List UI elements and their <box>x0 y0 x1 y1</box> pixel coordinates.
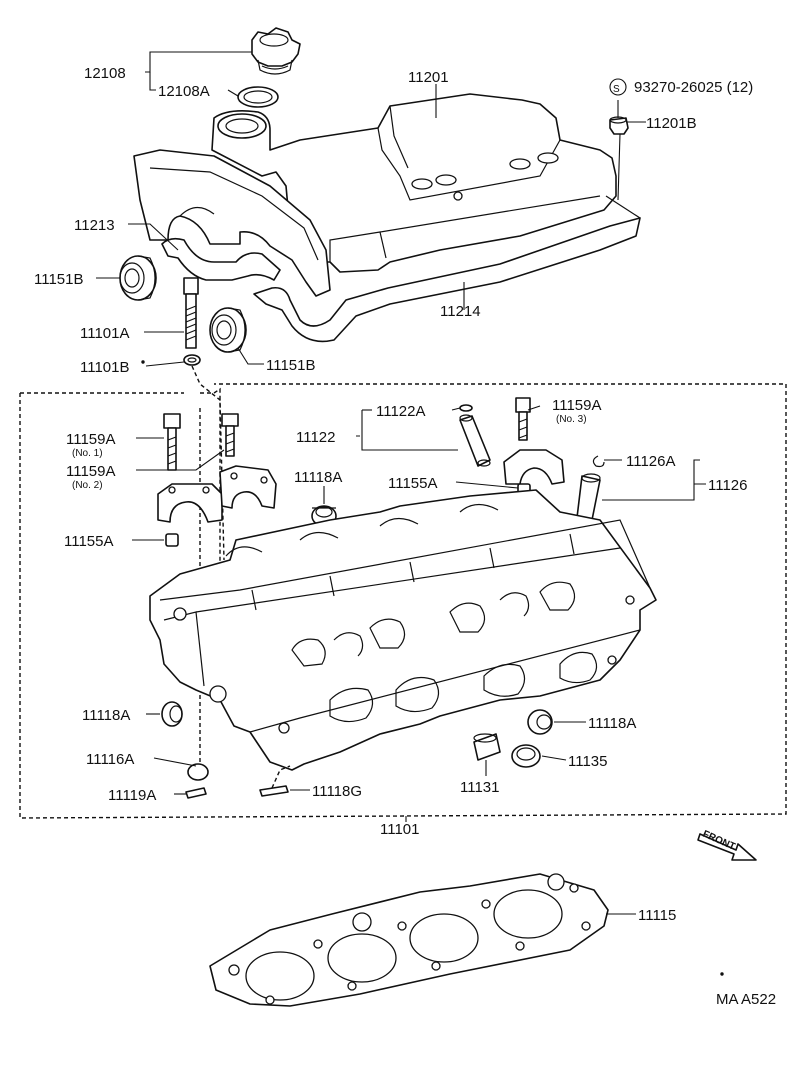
label-11101A: 11101A <box>80 325 130 342</box>
oil-seal-left[interactable] <box>119 255 157 301</box>
cylinder-head-bolt[interactable] <box>183 277 199 349</box>
knock-pin-left[interactable] <box>165 533 179 547</box>
pin-11118G[interactable] <box>259 765 291 797</box>
camshaft-bearing-cap-left[interactable] <box>157 483 223 523</box>
spark-plug-tube-gasket[interactable] <box>459 404 473 412</box>
label-11126A: 11126A <box>626 453 676 470</box>
label-11159A-no2-note: (No. 2) <box>72 480 103 491</box>
sleeve-11131[interactable] <box>473 733 501 761</box>
label-11159A-no2: 11159A <box>66 463 116 480</box>
diagram-code: MA A522 <box>716 991 776 1008</box>
label-11118A-left: 11118A <box>82 707 130 724</box>
label-11131: 11131 <box>460 779 500 796</box>
label-11118A-right: 11118A <box>588 715 636 732</box>
camshaft-bearing-cap-bolt-no2[interactable] <box>221 413 239 457</box>
camshaft-bearing-cap-center[interactable] <box>503 449 565 485</box>
label-11159A-no3: 11159A <box>552 397 602 414</box>
label-11155A-top: 11155A <box>388 475 438 492</box>
camshaft-bearing-cap-right[interactable] <box>219 465 277 509</box>
cylinder-head-assembly-boundary <box>19 383 787 819</box>
label-11126: 11126 <box>708 477 748 494</box>
camshaft-bearing-cap-bolt-no1[interactable] <box>163 413 181 471</box>
plug-11116A[interactable] <box>187 763 209 781</box>
label-11213: 11213 <box>74 217 115 234</box>
oil-filler-cap-gasket[interactable] <box>237 86 279 108</box>
label-11115: 11115 <box>638 907 676 924</box>
cylinder-head[interactable] <box>149 489 657 771</box>
label-11122: 11122 <box>296 429 336 446</box>
front-label: FRONT <box>701 829 737 853</box>
oil-seal-right[interactable] <box>209 307 247 353</box>
oil-level-guide-ring[interactable] <box>592 455 605 468</box>
oil-filler-cap[interactable] <box>251 27 301 75</box>
timing-belt-cover[interactable] <box>133 149 331 297</box>
label-11118G: 11118G <box>312 783 362 800</box>
tight-plug-left[interactable] <box>161 701 183 727</box>
label-11118A-top: 11118A <box>294 469 342 486</box>
label-11122A: 11122A <box>376 403 426 420</box>
label-11101: 11101 <box>380 821 420 838</box>
cylinder-head-cover-gasket[interactable] <box>161 195 641 343</box>
label-11119A: 11119A <box>108 787 156 804</box>
dot-mark <box>720 972 724 976</box>
part-labels: 12108 12108A 11201 S 93270-26025 (12) 11… <box>34 65 776 1008</box>
label-11214: 11214 <box>440 303 481 320</box>
label-11159A-no3-note: (No. 3) <box>556 414 587 425</box>
ring-11135[interactable] <box>511 744 541 768</box>
label-11151B-left: 11151B <box>34 271 84 288</box>
tight-plug-right[interactable] <box>527 709 553 735</box>
pin-11119A[interactable] <box>185 787 207 799</box>
label-11151B-right: 11151B <box>266 357 316 374</box>
leader-lines <box>96 51 706 915</box>
spark-plug-tube[interactable] <box>459 414 491 467</box>
cover-bolt-grommet[interactable] <box>609 116 629 135</box>
camshaft-bearing-cap-bolt-no3[interactable] <box>515 397 531 441</box>
label-11201: 11201 <box>408 69 449 86</box>
label-11101B: 11101B <box>80 359 130 376</box>
label-s-symbol: S <box>613 84 620 95</box>
cylinder-head-gasket[interactable] <box>209 873 609 1007</box>
label-11201B: 11201B <box>646 115 697 132</box>
label-93270-26025: 93270-26025 (12) <box>634 79 753 96</box>
dot-mark <box>141 360 145 364</box>
label-12108: 12108 <box>84 65 126 82</box>
label-12108A: 12108A <box>158 83 210 100</box>
label-11159A-no1-note: (No. 1) <box>72 448 103 459</box>
front-direction-arrow: FRONT <box>697 829 757 861</box>
label-11135: 11135 <box>568 753 608 770</box>
label-11116A: 11116A <box>86 751 134 768</box>
label-11155A-left: 11155A <box>64 533 114 550</box>
cylinder-head-bolt-washer[interactable] <box>183 354 201 366</box>
label-11159A-no1: 11159A <box>66 431 116 448</box>
